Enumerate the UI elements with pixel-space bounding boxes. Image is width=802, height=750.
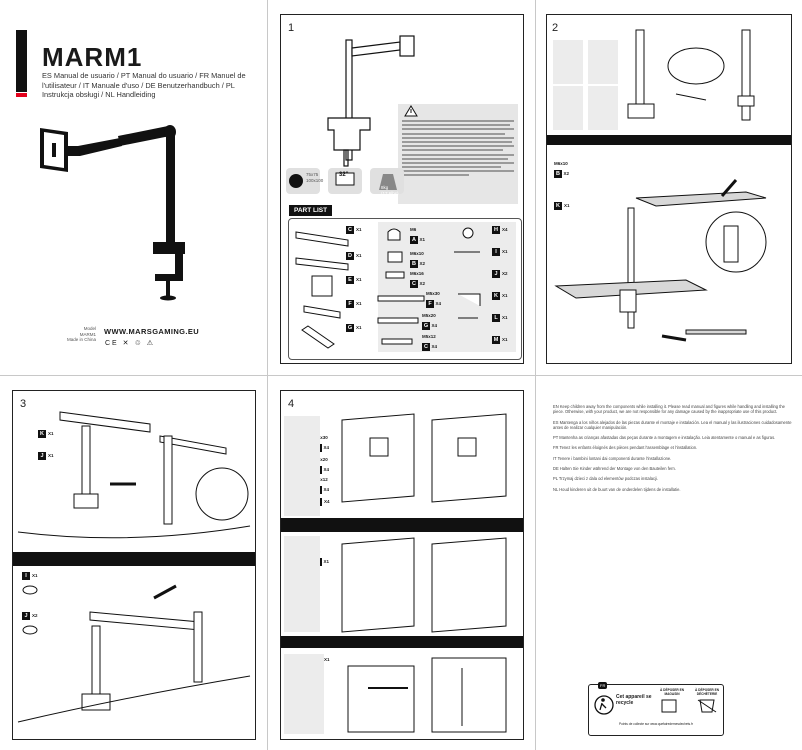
recycle-person-icon — [594, 695, 614, 715]
certification-marks: CE ✕ ♲ ⚠ — [105, 340, 155, 347]
monitor-mount-diagram — [284, 413, 507, 734]
step4-frame — [280, 390, 524, 740]
spec-badges — [286, 168, 404, 194]
step-number: 2 — [552, 22, 559, 34]
hardware-box — [378, 222, 516, 352]
multilingual-warnings: EN Keep children away from the component… — [553, 404, 792, 492]
warnings-text-page: EN Keep children away from the component… — [536, 376, 802, 750]
step-number: 1 — [288, 22, 295, 34]
parts-frame — [288, 218, 522, 360]
monitor-arm-illustration — [40, 125, 185, 301]
step-number: 3 — [20, 398, 27, 410]
parts-drawings — [295, 227, 481, 349]
section-divider-bar — [281, 518, 523, 532]
section-divider-bar — [13, 552, 255, 566]
language-subtitle: ES Manual de usuario / PT Manual do usua… — [42, 71, 246, 99]
product-meta: Model MARM1 Made in China — [66, 326, 96, 342]
cover-page: User Guide MARM1 ES Manual de usuario / … — [0, 0, 267, 375]
bin-icons — [661, 699, 717, 713]
section-divider-bar — [547, 135, 791, 145]
step1-page: 1 75x75 100x100 32" 8kg (17.6lbs) MAX PA… — [268, 0, 535, 375]
screen-size-label: 32" — [339, 172, 349, 178]
section-divider-bar — [281, 636, 523, 648]
page-divider — [0, 375, 802, 376]
part-list-heading: PART LIST — [289, 205, 333, 216]
drop-off-store-label: À DÉPOSER EN MAGASIN — [659, 688, 685, 696]
step-number: 4 — [288, 398, 295, 410]
website-link[interactable]: WWW.MARSGAMING.EU — [104, 327, 200, 336]
side-tab-accent — [16, 93, 27, 97]
vesa-label: 75x75 100x100 — [306, 172, 324, 183]
recycling-footer: Points de collecte sur www.quefairedemes… — [619, 722, 693, 726]
step2-frame — [546, 14, 792, 364]
step3-frame — [12, 390, 256, 740]
drop-off-center-label: À DÉPOSER EN DÉCHÈTERIE — [694, 688, 720, 696]
recycling-label: Cet appareil se recycle — [616, 694, 652, 706]
arm-assembly-diagram — [17, 411, 251, 723]
side-tab — [16, 30, 27, 92]
weight-label: 8kg (17.6lbs) MAX — [381, 185, 399, 201]
recycling-country-tag: FR — [598, 682, 608, 689]
warning-text-lines — [402, 120, 514, 179]
clamp-mount-diagram — [553, 29, 767, 342]
product-title: MARM1 — [42, 42, 143, 72]
assembled-arm-diagram — [327, 35, 415, 167]
recycling-info-box — [588, 684, 724, 736]
step1-frame — [280, 14, 524, 364]
warning-icon — [404, 105, 418, 117]
